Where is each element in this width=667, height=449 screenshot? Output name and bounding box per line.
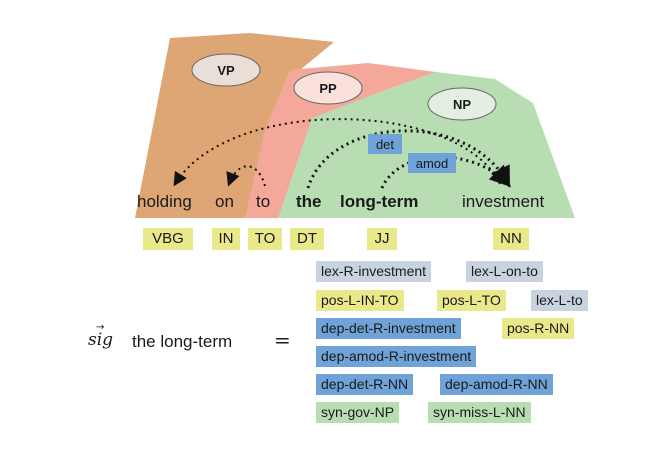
word-holding: holding xyxy=(137,192,192,211)
pos-tag-vbg: VBG xyxy=(143,228,193,250)
feature-syn-gov-np: syn-gov-NP xyxy=(316,402,400,423)
pos-tag-jj: JJ xyxy=(367,228,397,250)
det-label: det xyxy=(376,137,394,152)
arc-on-to-to xyxy=(226,165,266,187)
pos-tag-to: TO xyxy=(248,228,282,250)
amod-label: amod xyxy=(416,156,449,171)
pp-node-label: PP xyxy=(319,81,337,96)
equals-sign: = xyxy=(274,328,291,352)
word-the: the xyxy=(296,192,322,211)
feature-pos-l-to: pos-L-TO xyxy=(437,290,506,311)
np-node xyxy=(427,87,497,121)
word-investment: investment xyxy=(462,192,544,211)
feature-pos-l-in-to: pos-L-IN-TO xyxy=(316,290,404,311)
feature-dep-det-r-investment: dep-det-R-investment xyxy=(316,318,461,339)
det-label-box xyxy=(368,134,402,154)
feature-dep-det-r-nn: dep-det-R-NN xyxy=(316,374,414,395)
pp-node xyxy=(293,71,363,105)
feature-dep-amod-r-investment: dep-amod-R-investment xyxy=(316,346,477,367)
feature-syn-miss-l-nn: syn-miss-L-NN xyxy=(428,402,531,423)
np-node-label: NP xyxy=(453,97,471,112)
feature-pos-r-nn: pos-R-NN xyxy=(502,318,575,339)
word-to: to xyxy=(256,192,270,211)
vp-node-label: VP xyxy=(217,63,235,78)
feature-lex-r-investment: lex-R-investment xyxy=(316,261,432,282)
feature-lex-l-on-to: lex-L-on-to xyxy=(466,261,543,282)
vp-node xyxy=(191,53,261,87)
amod-label-box xyxy=(408,153,456,173)
arc-det xyxy=(306,129,510,189)
pos-tag-nn: NN xyxy=(493,228,529,250)
sig-symbol: sig xyxy=(88,330,114,350)
feature-lex-l-to: lex-L-to xyxy=(531,290,588,311)
pos-tag-in: IN xyxy=(212,228,240,250)
word-on: on xyxy=(215,192,234,211)
sig-vector-arrow: → xyxy=(96,322,105,333)
word-long-term: long-term xyxy=(340,192,418,211)
pos-tag-dt: DT xyxy=(290,228,324,250)
sig-phrase: the long-term xyxy=(132,332,233,351)
feature-dep-amod-r-nn: dep-amod-R-NN xyxy=(440,374,553,395)
